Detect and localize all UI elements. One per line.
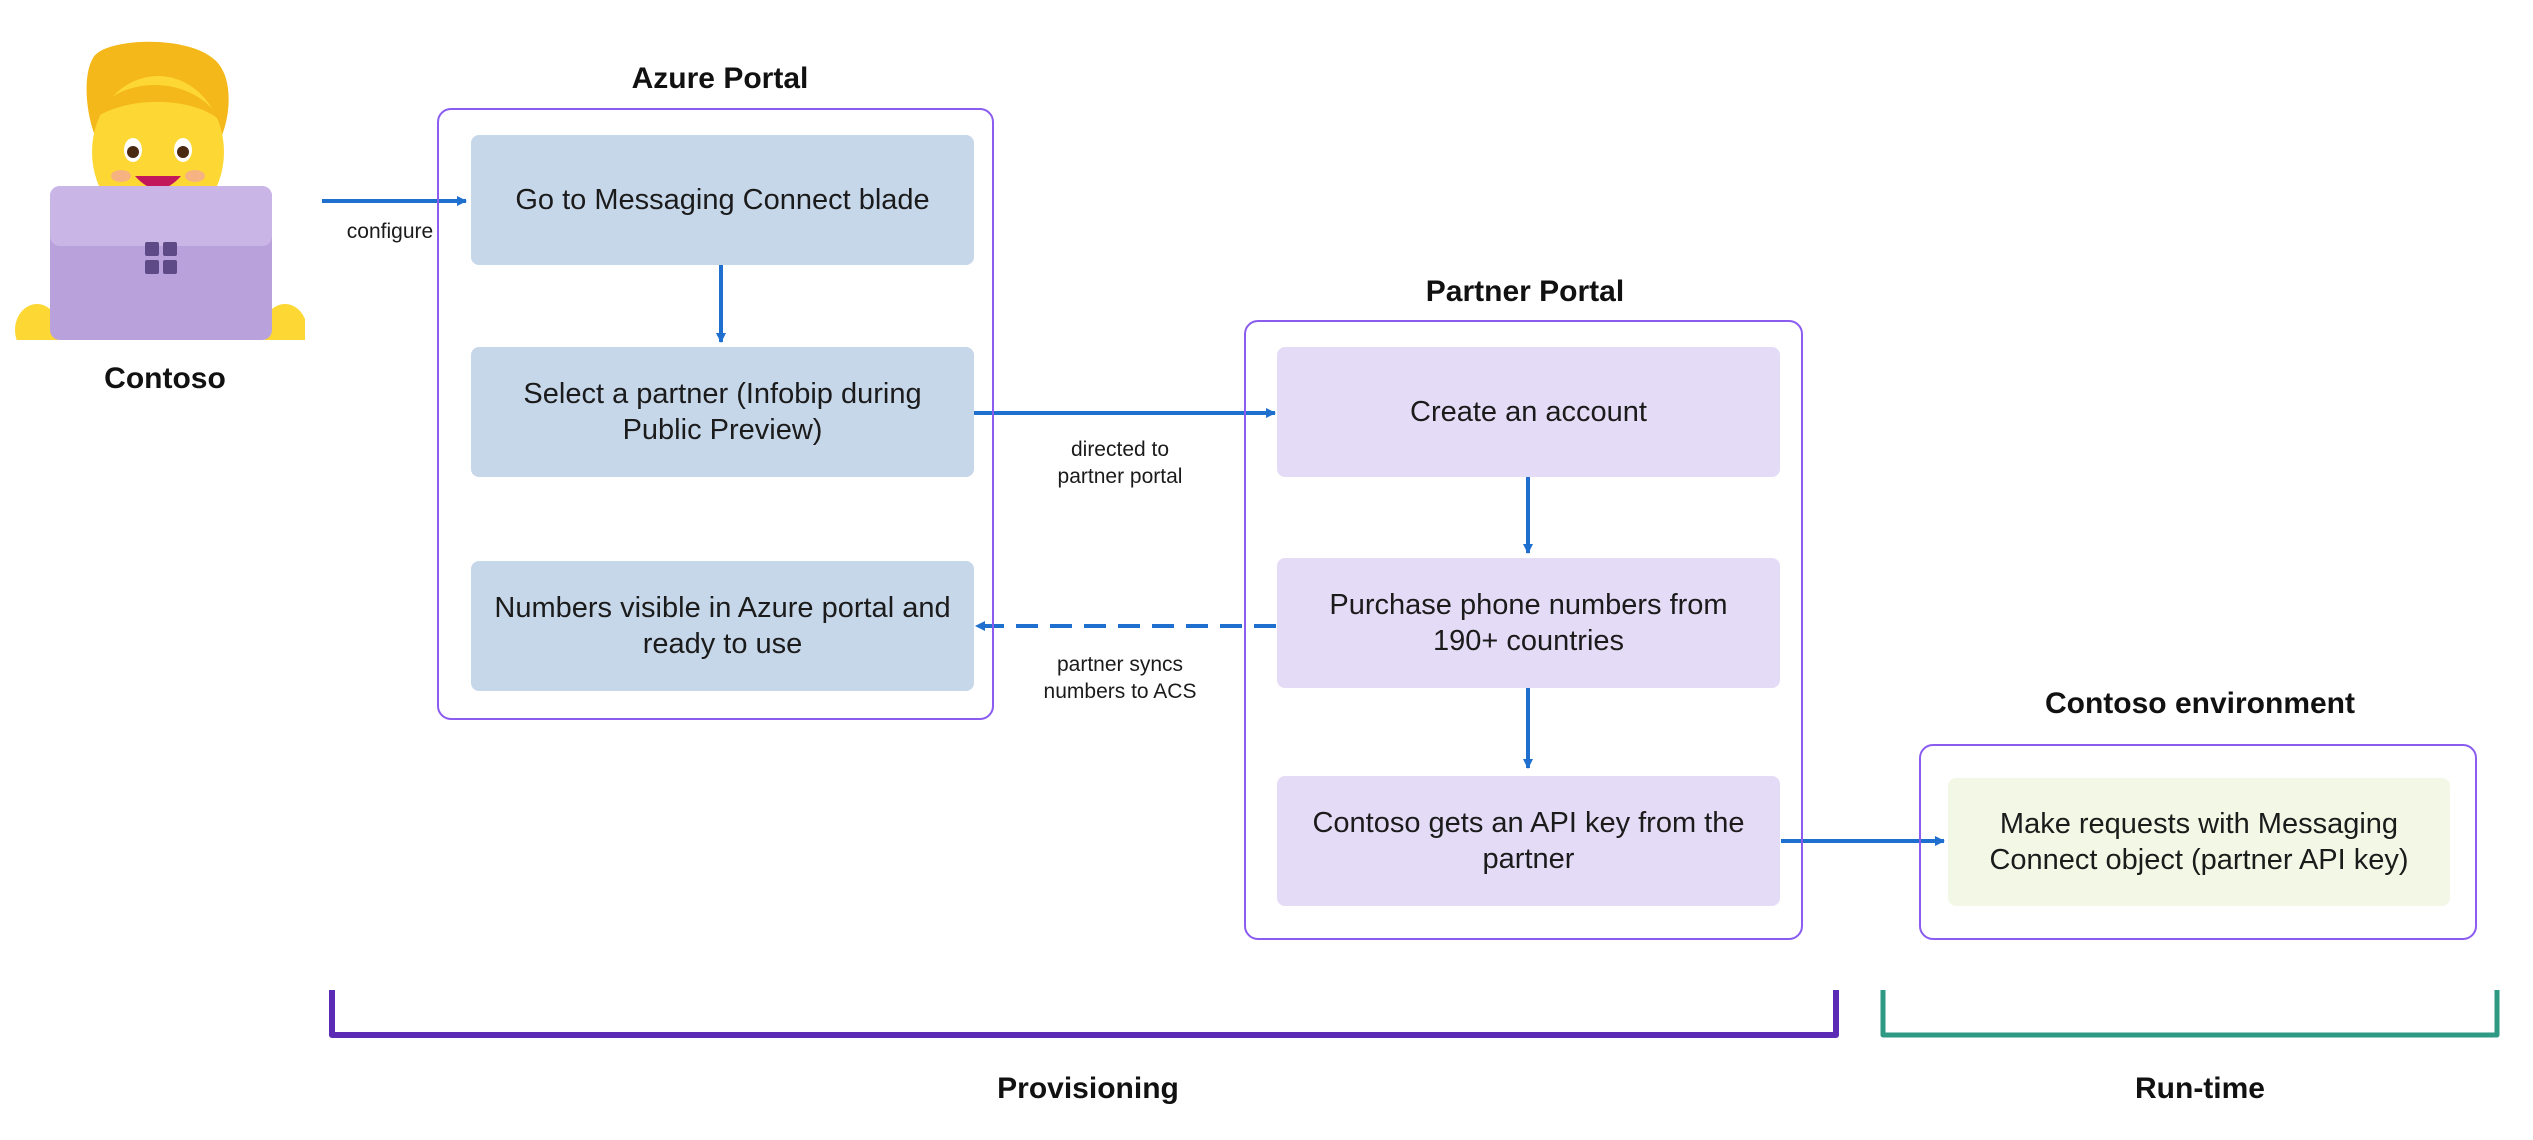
contoso-environment-group [1919,744,2477,940]
configure-label: configure [346,220,434,243]
step-make-requests: Make requests with Messaging Connect obj… [1948,778,2450,906]
step-create-account: Create an account [1277,347,1780,477]
step-get-api-key: Contoso gets an API key from the partner [1277,776,1780,906]
step-go-to-blade: Go to Messaging Connect blade [471,135,974,265]
azure-portal-title: Azure Portal [631,62,809,95]
provisioning-bracket [329,990,1839,1038]
runtime-bracket [1880,990,2500,1038]
step-select-partner: Select a partner (Infobip during Public … [471,347,974,477]
syncs-label: partner syncs numbers to ACS [1043,653,1197,704]
provisioning-label: Provisioning [997,1072,1179,1105]
actor-name: Contoso [104,362,226,395]
runtime-label: Run-time [2135,1072,2265,1105]
contoso-environment-title: Contoso environment [2044,687,2355,720]
partner-portal-group [1244,320,1803,940]
actor [15,40,307,400]
person-at-laptop-icon [15,41,307,356]
partner-portal-title: Partner Portal [1425,275,1625,308]
step-numbers-visible: Numbers visible in Azure portal and read… [471,561,974,691]
azure-portal-group [437,108,994,720]
step-purchase-numbers: Purchase phone numbers from 190+ countri… [1277,558,1780,688]
directed-label: directed to partner portal [1057,438,1183,489]
